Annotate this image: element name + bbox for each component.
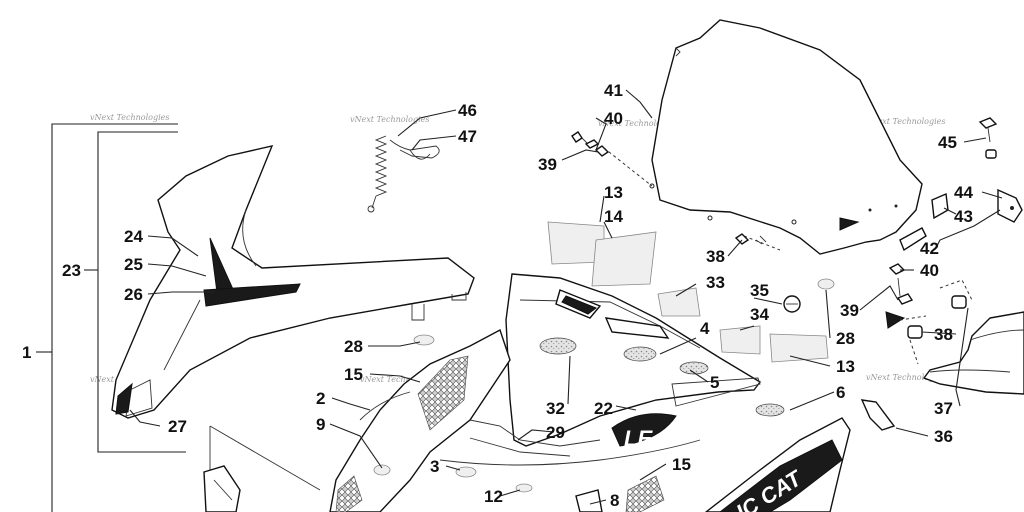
callout-42: 42 [920,239,939,258]
callout-44: 44 [954,183,973,202]
watermark: vNext Technologies [360,375,439,384]
callout-26: 26 [124,285,143,304]
callout-labels: 1 23 24 25 26 27 28 15 2 9 3 12 8 46 47 … [22,81,973,510]
callout-41: 41 [604,81,623,100]
callout-13: 13 [604,183,623,202]
callout-28b: 28 [836,329,855,348]
callout-9: 9 [316,415,325,434]
watermark: vNext Technologies [866,373,945,382]
lower-right-shroud: IC CAT [455,399,896,512]
callout-45: 45 [938,133,957,152]
callout-38: 38 [706,247,725,266]
callout-36: 36 [934,427,953,446]
left-side-panel [111,145,475,419]
watermark: vNext Technologies [350,115,429,124]
decals [547,221,835,363]
callout-8: 8 [610,491,619,510]
callout-4: 4 [700,319,710,338]
callout-47: 47 [458,127,477,146]
callout-39b: 39 [840,301,859,320]
callout-13b: 13 [836,357,855,376]
callout-25: 25 [124,255,143,274]
watermark: vNext Technologies [866,117,945,126]
callout-5: 5 [710,373,719,392]
callout-46: 46 [458,101,477,120]
callout-40: 40 [604,109,623,128]
callout-24: 24 [124,227,143,246]
callout-15b: 15 [672,455,691,474]
callout-12: 12 [484,487,503,506]
right-fasteners [885,117,1023,365]
windshield [603,19,923,255]
assembly-brackets [36,123,186,512]
callout-15: 15 [344,365,363,384]
callout-3: 3 [430,457,439,476]
callout-38b: 38 [934,325,953,344]
leader-lines [129,89,1003,505]
nose-cone [203,328,511,512]
callout-2: 2 [316,389,325,408]
callout-23: 23 [62,261,81,280]
callout-43: 43 [954,207,973,226]
callout-33: 33 [706,273,725,292]
callout-37: 37 [934,399,953,418]
right-side-panel [922,311,1024,395]
callout-1: 1 [22,343,31,362]
callout-35: 35 [750,281,769,300]
le-badge: LE [624,426,653,451]
callout-14: 14 [604,207,623,226]
callout-32: 32 [546,399,565,418]
callout-40b: 40 [920,261,939,280]
watermark: vNext Technologies [598,119,677,128]
spring-clip [367,135,440,213]
callout-6: 6 [836,383,845,402]
watermark: vNext Technologies [90,113,169,122]
left-fasteners [571,131,767,245]
callout-34: 34 [750,305,769,324]
callout-39: 39 [538,155,557,174]
callout-28: 28 [344,337,363,356]
callout-29: 29 [546,423,565,442]
callout-22: 22 [594,399,613,418]
hood-assembly: LE [439,273,785,466]
callout-27: 27 [168,417,187,436]
